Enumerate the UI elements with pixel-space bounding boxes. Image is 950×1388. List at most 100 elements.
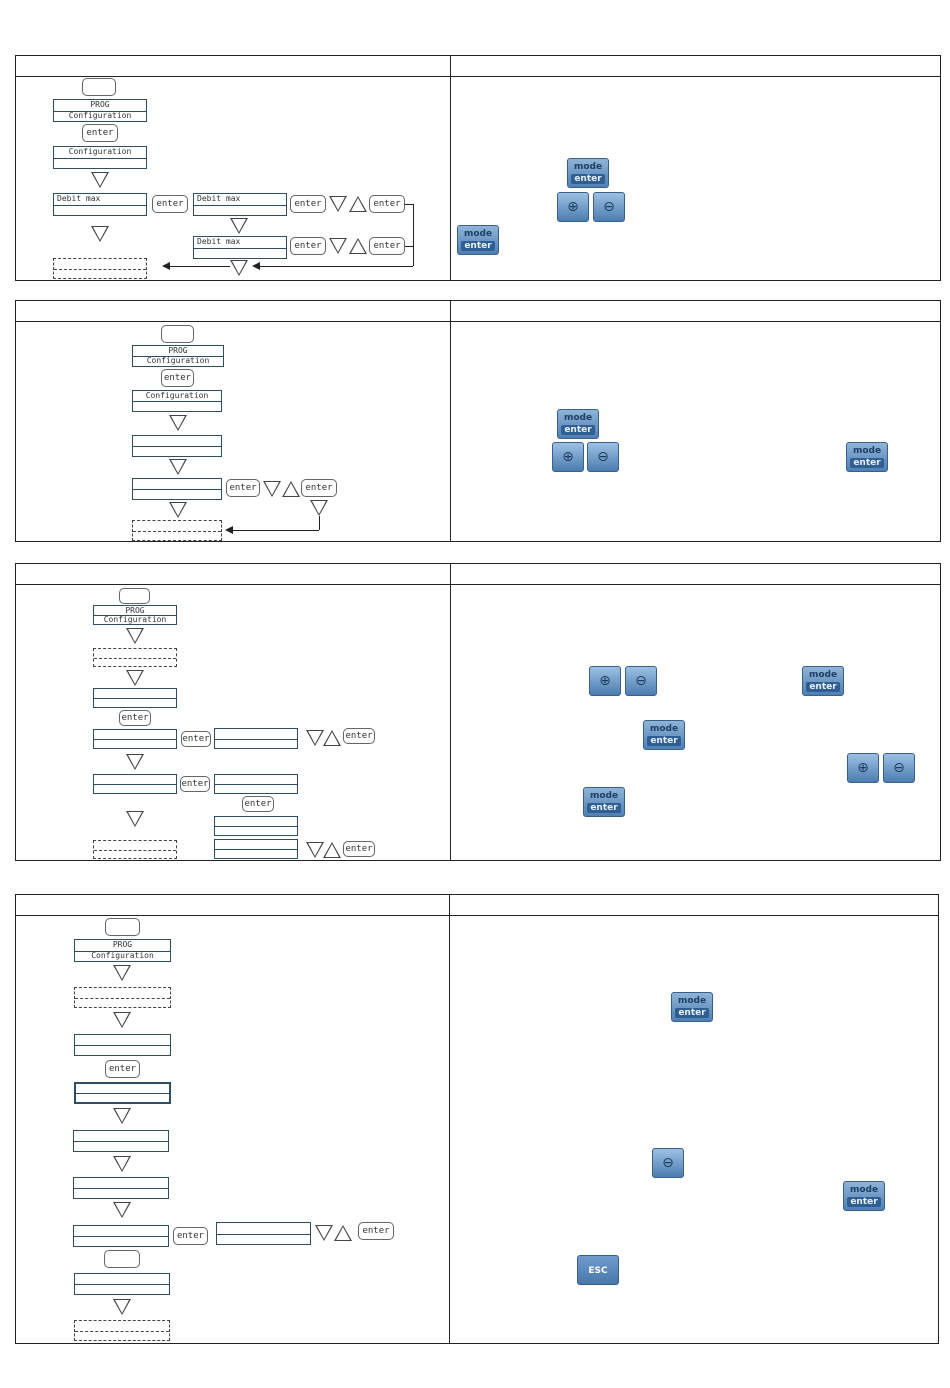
lcd-exit-dashed [74,1320,170,1341]
lcd-exit-dashed [132,520,222,541]
minus-icon: ⊖ [625,666,657,696]
enter-key: enter [105,1060,140,1078]
enter-key: enter [301,479,337,497]
down-key-icon [113,1156,131,1172]
lcd-parameter-2 [93,774,177,794]
down-key-icon [113,1012,131,1028]
arrow-icon [252,262,260,270]
connector-line [319,516,320,530]
lcd-parameter-4 [73,1225,169,1247]
enter-key: enter [369,195,405,213]
lcd-dashed [74,987,171,1008]
down-key-icon [329,196,347,212]
enter-key: enter [161,369,194,387]
lcd-value-3 [214,816,298,836]
lcd-value [214,728,298,749]
connector-line [405,246,413,247]
lcd-exit-dashed [93,840,177,859]
up-key-icon [323,730,341,746]
down-key-icon [126,628,144,644]
down-key-icon [169,415,187,431]
down-key-icon [329,238,347,254]
down-key-icon [113,965,131,981]
lcd-configuration: Configuration [132,390,222,412]
enter-key: enter [290,237,326,255]
down-key-icon [169,502,187,518]
down-key-icon [315,1225,333,1241]
plus-icon: ⊕ [552,442,584,472]
lcd-parameter-selected [74,1082,171,1104]
minus-icon: ⊖ [593,192,625,222]
up-key-icon [334,1225,352,1241]
column-divider [450,301,451,541]
lcd-dashed [93,648,177,667]
up-key-icon [349,238,367,254]
arrow-icon [162,262,170,270]
down-key-icon [310,500,328,516]
down-key-icon [91,172,109,188]
lcd-value [216,1222,311,1245]
section-1-header [16,56,940,77]
up-key-icon [282,481,300,497]
down-key-icon [126,670,144,686]
enter-key: enter [242,796,274,812]
down-key-icon [169,459,187,475]
plus-icon: ⊕ [589,666,621,696]
connector-line [229,530,319,531]
lcd-parameter-3 [73,1177,169,1199]
down-key-icon [306,730,324,746]
enter-key: enter [180,776,210,792]
arrow-icon [225,526,233,534]
esc-icon: ESC [577,1255,619,1285]
blank-key [119,588,150,604]
connector-line [405,204,413,205]
lcd-debit-max-edit: Debit max [193,193,287,216]
lcd-value-2 [214,774,298,794]
column-divider [450,56,451,280]
enter-key: enter [82,124,118,142]
enter-key: enter [343,841,375,857]
down-key-icon [230,218,248,234]
down-key-icon [91,226,109,242]
lcd-parameter [132,435,222,457]
enter-key: enter [343,728,375,744]
up-key-icon [349,196,367,212]
down-key-icon [113,1202,131,1218]
down-key-icon [230,260,248,276]
down-key-icon [126,811,144,827]
enter-key: enter [358,1222,394,1240]
down-key-icon [113,1108,131,1124]
down-key-icon [263,481,281,497]
lcd-value-4 [214,839,298,859]
lcd-parameter-5 [74,1273,170,1295]
down-key-icon [306,842,324,858]
enter-key: enter [226,479,260,497]
minus-icon: ⊖ [883,753,915,783]
blank-key [82,78,116,96]
lcd-parameter-2 [73,1130,169,1152]
blank-key [105,918,140,936]
lcd-debit-max-edit-2: Debit max [193,236,287,259]
connector-line [166,266,230,267]
lcd-parameter-select [132,478,222,500]
section-3-header [16,564,940,585]
enter-key: enter [152,195,188,213]
lcd-parameter [93,688,177,708]
enter-key: enter [119,710,151,726]
down-key-icon [113,1299,131,1315]
lcd-configuration: Configuration [53,146,147,169]
section-2-header [16,301,940,322]
